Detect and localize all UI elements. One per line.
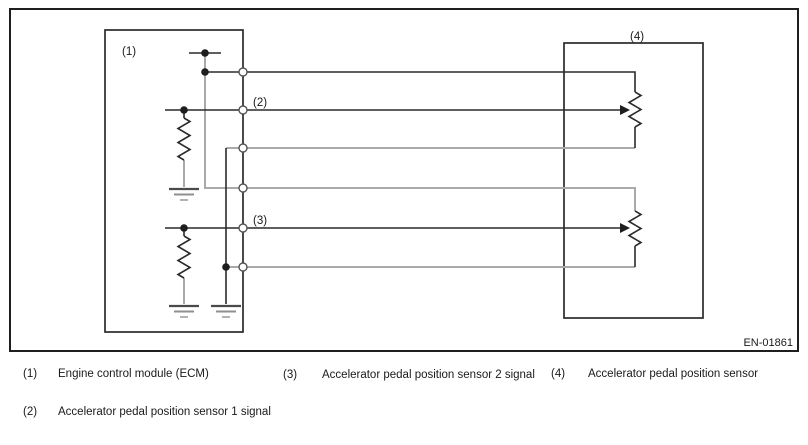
callout-sensor2-signal: (3) — [253, 215, 267, 227]
legend-text-4: Accelerator pedal position sensor — [588, 368, 759, 380]
legend-item-3: (3) Accelerator pedal position sensor 2 … — [283, 367, 537, 384]
pot2-wiper-arrow-icon — [620, 223, 630, 233]
legend-key-2: (2) — [23, 406, 38, 418]
legend-key-1: (1) — [23, 368, 38, 380]
junction-dot — [180, 224, 188, 232]
connector-pin-icon — [238, 143, 248, 153]
callout-sensor1-signal: (2) — [253, 97, 267, 109]
legend-key-3: (3) — [283, 369, 298, 381]
ecm-box — [104, 29, 244, 333]
junction-dot — [222, 263, 230, 271]
legend-item-2: (2) Accelerator pedal position sensor 1 … — [23, 404, 273, 421]
legend-item-1: (1) Engine control module (ECM) — [23, 366, 278, 383]
pot1-wiper-arrow-icon — [620, 105, 630, 115]
ground-symbol-2 — [169, 304, 199, 318]
legend-text-2: Accelerator pedal position sensor 1 sign… — [58, 406, 271, 418]
connector-pin-icon — [238, 183, 248, 193]
diagram-outer-border — [9, 8, 799, 352]
connector-pin-icon — [238, 223, 248, 233]
connector-pin-icon — [238, 262, 248, 272]
resistor2-symbol — [176, 235, 192, 279]
connector-pin-icon — [238, 67, 248, 77]
potentiometer2-symbol — [627, 210, 643, 247]
power-feed-wire-gray — [204, 53, 636, 211]
junction-dot — [201, 49, 209, 57]
junction-dot — [180, 106, 188, 114]
connector-pin-icon — [238, 105, 248, 115]
legend-item-4: (4) Accelerator pedal position sensor — [551, 366, 808, 383]
pedal-sensor-box — [563, 42, 704, 319]
ground-symbol-3 — [211, 304, 241, 318]
figure-code: EN-01861 — [743, 337, 793, 349]
sensor1-supply-wire — [205, 71, 636, 92]
callout-ecm: (1) — [122, 46, 136, 58]
legend-text-3: Accelerator pedal position sensor 2 sign… — [322, 369, 535, 381]
junction-dot — [201, 68, 209, 76]
ground-symbol-1 — [169, 187, 199, 201]
legend-text-1: Engine control module (ECM) — [58, 368, 209, 380]
legend-key-4: (4) — [551, 368, 566, 380]
callout-pedal-sensor: (4) — [630, 31, 644, 43]
resistor1-symbol — [176, 117, 192, 161]
circuit-diagram-canvas: (1) (2) (3) (4) EN-01861 — [9, 8, 799, 352]
potentiometer1-symbol — [627, 91, 643, 128]
